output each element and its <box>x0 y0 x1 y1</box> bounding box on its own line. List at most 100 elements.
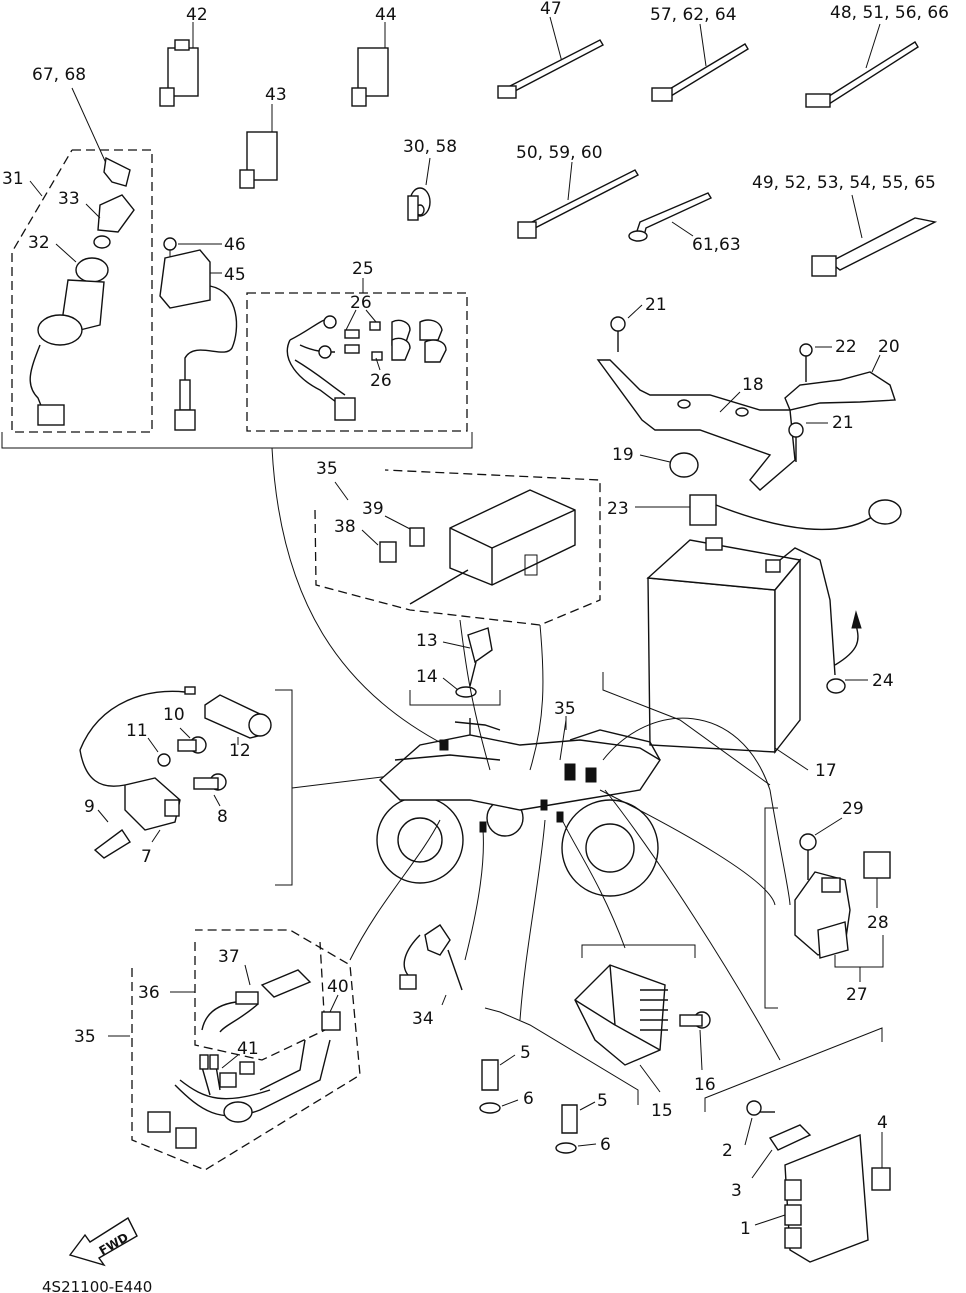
group-35-harness-outline <box>131 929 361 1171</box>
part-8-bolt <box>193 773 227 807</box>
callout-43: 43 <box>265 85 287 105</box>
group-36-outline <box>194 941 326 1061</box>
part-37-clip <box>201 964 312 1033</box>
part-3-clip <box>751 1124 812 1179</box>
cdi-bracket <box>704 1027 883 1112</box>
callout-11: 11 <box>126 721 148 741</box>
callout-24: 24 <box>872 671 894 691</box>
callout-7: 7 <box>141 847 152 867</box>
atv-illustration <box>376 718 661 897</box>
callout-42: 42 <box>186 5 208 25</box>
callout-3: 3 <box>731 1181 742 1201</box>
part-42-coupler <box>159 22 199 107</box>
callout-21-top: 21 <box>645 295 667 315</box>
part-12-plug-cap <box>79 686 272 751</box>
part-47-band <box>497 16 604 99</box>
callout-28: 28 <box>867 913 889 933</box>
part-39-fuse <box>384 515 425 547</box>
callout-26-bottom: 26 <box>370 371 392 391</box>
callout-10: 10 <box>163 705 185 725</box>
part-32-switch <box>29 243 109 426</box>
part-10-bolt <box>177 727 207 754</box>
callout-21-right: 21 <box>832 413 854 433</box>
callout-14: 14 <box>416 667 438 687</box>
group-31-outline <box>11 149 153 433</box>
callout-41: 41 <box>237 1039 259 1059</box>
callout-27: 27 <box>846 985 868 1005</box>
callout-67-68: 67, 68 <box>32 65 86 85</box>
part-9-collar <box>93 809 131 859</box>
part-5-bolt-a <box>481 1054 516 1091</box>
callout-4: 4 <box>877 1113 888 1133</box>
part-29-bolt <box>799 817 843 880</box>
callout-50-59-60: 50, 59, 60 <box>516 143 603 163</box>
callout-19: 19 <box>612 445 634 465</box>
callout-16: 16 <box>694 1075 716 1095</box>
part-57-band <box>651 23 749 102</box>
group-35-fusebox-outline <box>314 469 601 626</box>
battery-bracket-line <box>602 672 771 786</box>
part-61-band <box>628 192 713 242</box>
callout-26-top: 26 <box>350 293 372 313</box>
part-40-coupler <box>321 994 341 1031</box>
group-bracket-top <box>1 432 473 449</box>
group-25-outline <box>246 292 468 432</box>
callout-38: 38 <box>334 517 356 537</box>
part-4-coupler <box>871 1132 891 1191</box>
callout-13: 13 <box>416 631 438 651</box>
callout-49-52-53-54-55-65: 49, 52, 53, 54, 55, 65 <box>752 173 936 193</box>
callout-39: 39 <box>362 499 384 519</box>
callout-35-center: 35 <box>554 699 576 719</box>
callout-37: 37 <box>218 947 240 967</box>
fwd-arrow-icon: FWD <box>68 1216 138 1267</box>
part-7-coil <box>79 749 181 843</box>
callout-6-right: 6 <box>600 1135 611 1155</box>
callout-12: 12 <box>229 741 251 761</box>
callout-34: 34 <box>412 1009 434 1029</box>
callout-25: 25 <box>352 259 374 279</box>
part-21-bolt-top <box>610 304 643 352</box>
part-41-harness <box>147 1039 331 1149</box>
part-16-bolt <box>679 1011 711 1071</box>
part-28-fuse <box>863 851 891 908</box>
part-22-screw <box>799 343 832 382</box>
callout-8: 8 <box>217 807 228 827</box>
callout-57-62-64: 57, 62, 64 <box>650 5 737 25</box>
callout-1: 1 <box>740 1219 751 1239</box>
callout-46: 46 <box>224 235 246 255</box>
coil-bracket <box>275 689 293 886</box>
callout-44: 44 <box>375 5 397 25</box>
callout-40: 40 <box>327 977 349 997</box>
part-5-bolt-b <box>561 1101 596 1134</box>
callout-33: 33 <box>58 189 80 209</box>
part-20-plate <box>784 354 896 411</box>
part-24-cable <box>779 547 868 694</box>
callout-47: 47 <box>540 0 562 19</box>
part-1-cdi <box>754 1133 869 1263</box>
part-30-clamp <box>407 157 431 221</box>
part-6-washer-b <box>555 1142 597 1154</box>
callout-20: 20 <box>878 337 900 357</box>
part-11-washer <box>147 737 171 767</box>
part-46-screw <box>163 237 222 262</box>
callout-2: 2 <box>722 1141 733 1161</box>
callout-6-left: 6 <box>523 1089 534 1109</box>
part-45-relay <box>159 249 238 431</box>
callout-29: 29 <box>842 799 864 819</box>
callout-36: 36 <box>138 983 160 1003</box>
callout-17: 17 <box>815 761 837 781</box>
part-21-bolt-right <box>788 422 828 462</box>
part-18-bracket <box>596 359 796 491</box>
callout-5-left: 5 <box>520 1043 531 1063</box>
part-35-fusebox <box>409 489 576 605</box>
part-23-cap <box>635 494 902 531</box>
callout-9: 9 <box>84 797 95 817</box>
callout-61-63: 61,63 <box>692 235 741 255</box>
callout-48-51-56-66: 48, 51, 56, 66 <box>830 3 949 23</box>
part-25-harness <box>286 309 447 421</box>
callout-15: 15 <box>651 1101 673 1121</box>
sensor-bracket <box>409 690 501 706</box>
callout-31: 31 <box>2 169 24 189</box>
